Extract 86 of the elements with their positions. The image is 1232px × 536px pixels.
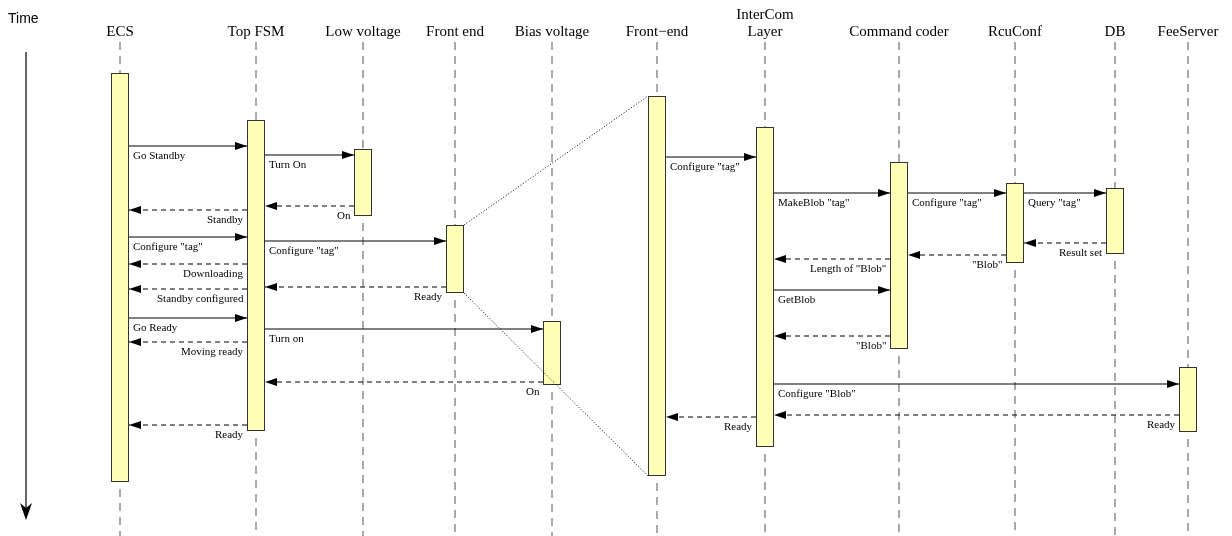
message-label: Turn On — [268, 158, 308, 170]
activation-bar — [1006, 183, 1024, 263]
message-label: "Blob" — [971, 258, 1004, 270]
message-label: Query "tag" — [1027, 196, 1082, 208]
activation-bar — [648, 96, 666, 476]
message-label: Configure "Blob" — [777, 387, 857, 399]
message-arrow — [128, 142, 248, 150]
message-arrow — [128, 314, 248, 322]
lifeline-title: InterCom Layer — [730, 6, 800, 40]
lifeline — [1187, 41, 1189, 368]
lifeline — [255, 41, 257, 121]
message-label: Ready — [1146, 418, 1177, 430]
message-arrow — [264, 151, 355, 159]
message-label: Configure "tag" — [911, 196, 983, 208]
lifeline-title: Command coder — [849, 23, 949, 40]
message-arrow — [907, 251, 1007, 259]
zoom-line — [463, 95, 649, 226]
message-arrow — [264, 237, 447, 245]
activation-bar — [1179, 367, 1197, 432]
message-arrow — [264, 325, 544, 333]
lifeline-title: Top FSM — [227, 23, 285, 40]
lifeline-title: Bias voltage — [514, 23, 590, 40]
lifeline-title: Front−end — [625, 23, 689, 40]
lifeline — [1014, 41, 1016, 184]
lifeline — [764, 41, 766, 128]
lifeline-title: DB — [1104, 23, 1126, 40]
message-label: Go Standby — [132, 149, 187, 161]
activation-bar — [354, 149, 372, 216]
message-arrow — [264, 283, 447, 291]
message-arrow — [128, 260, 248, 268]
message-label: Standby — [206, 213, 245, 225]
message-label: Go Ready — [132, 321, 179, 333]
message-label: Ready — [214, 428, 245, 440]
message-label: Moving ready — [180, 345, 244, 357]
message-arrow — [907, 189, 1007, 197]
message-label: MakeBlob "tag" — [777, 196, 851, 208]
lifeline — [362, 41, 364, 150]
lifeline — [898, 41, 900, 163]
message-label: Ready — [723, 420, 754, 432]
lifeline — [1114, 41, 1116, 189]
message-arrow — [773, 189, 891, 197]
lifeline — [119, 41, 121, 74]
message-arrow — [773, 255, 891, 263]
message-label: Configure "tag" — [132, 240, 204, 252]
message-label: GetBlob — [777, 293, 817, 305]
message-label: Turn on — [268, 332, 305, 344]
message-label: Configure "tag" — [669, 160, 741, 172]
message-arrow — [128, 338, 248, 346]
lifeline — [454, 41, 456, 226]
message-arrow — [264, 378, 544, 386]
message-label: On — [525, 385, 541, 397]
message-arrow — [773, 332, 891, 340]
message-arrow — [773, 411, 1180, 419]
message-arrow — [773, 286, 891, 294]
activation-bar — [111, 73, 129, 482]
message-label: On — [336, 209, 352, 221]
message-arrow — [1023, 239, 1107, 247]
lifeline-title: FeeServer — [1157, 23, 1219, 40]
message-label: Standby configured — [156, 292, 245, 304]
axis-label: Time — [8, 10, 39, 26]
activation-bar — [756, 127, 774, 447]
message-arrow — [128, 206, 248, 214]
message-label: Configure "tag" — [268, 244, 340, 256]
message-arrow — [128, 233, 248, 241]
message-label: "Blob" — [855, 339, 888, 351]
activation-bar — [890, 162, 908, 349]
activation-bar — [247, 120, 265, 431]
message-label: Ready — [413, 290, 444, 302]
zoom-line — [463, 292, 649, 477]
message-label: Length of "Blob" — [809, 262, 888, 274]
lifeline-title: Front end — [426, 23, 484, 40]
message-arrow — [773, 380, 1180, 388]
message-label: Result set — [1058, 246, 1104, 258]
message-label: Downloading — [182, 267, 244, 279]
message-arrow — [128, 421, 248, 429]
message-arrow — [665, 413, 757, 421]
lifeline-title: Low voltage — [325, 23, 401, 40]
message-arrow — [264, 202, 355, 210]
message-arrow — [1023, 189, 1107, 197]
lifeline-title: RcuConf — [987, 23, 1043, 40]
message-arrow — [128, 285, 248, 293]
lifeline-title: ECS — [106, 23, 134, 40]
message-arrow — [665, 153, 757, 161]
activation-bar — [543, 321, 561, 385]
activation-bar — [1106, 188, 1124, 254]
activation-bar — [446, 225, 464, 293]
